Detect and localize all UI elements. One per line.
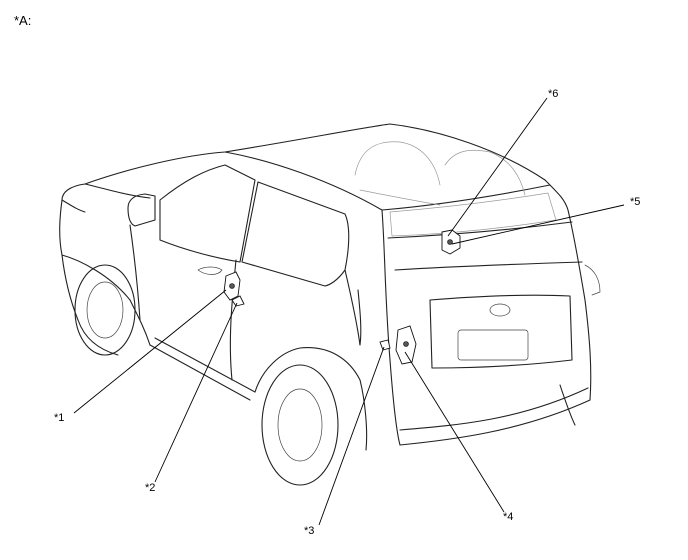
callout-2: *2	[145, 482, 156, 494]
view-label: *A:	[14, 13, 32, 28]
leader-line-6	[447, 97, 548, 237]
callout-6: *6	[548, 88, 559, 100]
callout-1: *1	[54, 412, 65, 424]
suv-rear-three-quarter-outline-icon	[59, 123, 601, 486]
callout-5: *5	[630, 196, 641, 208]
leader-line-5	[451, 204, 625, 245]
door-lock-assembly-icon	[223, 229, 461, 365]
leader-line-4	[404, 351, 505, 513]
callout-3: *3	[304, 525, 315, 537]
leader-line-1	[73, 289, 227, 414]
callout-4: *4	[503, 511, 514, 523]
leader-line-3	[318, 346, 385, 526]
leader-line-2	[154, 302, 238, 483]
